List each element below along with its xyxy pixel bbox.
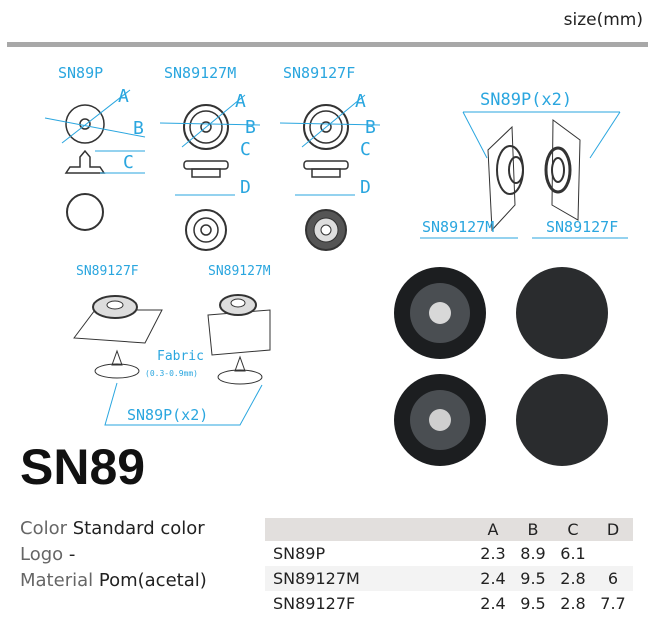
table-row: SN89127M 2.4 9.5 2.8 6 xyxy=(265,566,633,591)
svg-text:C: C xyxy=(240,139,251,160)
spec-logo: Logo - xyxy=(20,544,76,565)
svg-text:SN89127M: SN89127M xyxy=(164,64,236,82)
part-sn89127m: SN89127M A B C D xyxy=(159,64,261,251)
install-label-prong: SN89P(x2) xyxy=(127,406,208,424)
table-header: A B C D xyxy=(265,518,633,541)
product-title: SN89 xyxy=(20,439,146,495)
fabric-label: Fabric xyxy=(157,349,204,364)
install-label-male: SN89127M xyxy=(208,264,271,279)
spec-material: Material Pom(acetal) xyxy=(20,570,207,591)
size-unit-label: size(mm) xyxy=(563,10,643,30)
fabric-range-label: (0.3-0.9mm) xyxy=(145,369,198,378)
svg-text:B: B xyxy=(245,117,256,138)
part-label: SN89P xyxy=(58,64,103,82)
svg-text:SN89127F: SN89127F xyxy=(283,64,355,82)
spec-color: Color Standard color xyxy=(20,518,205,539)
assembly-diagram: SN89P(x2) SN89127M SN89127F xyxy=(420,90,628,239)
svg-text:C: C xyxy=(360,139,371,160)
svg-text:SN89127M: SN89127M xyxy=(422,218,494,236)
svg-text:SN89P(x2): SN89P(x2) xyxy=(480,90,572,110)
install-label-female: SN89127F xyxy=(76,264,139,279)
svg-text:B: B xyxy=(365,117,376,138)
svg-text:D: D xyxy=(360,177,371,198)
svg-text:A: A xyxy=(118,86,129,107)
table-row: SN89127F 2.4 9.5 2.8 7.7 xyxy=(273,594,626,613)
size-table: A B C D SN89P 2.3 8.9 6.1 SN89127M 2.4 9… xyxy=(265,518,633,616)
table-row: SN89P 2.3 8.9 6.1 xyxy=(273,544,586,563)
dimension-diagram: SN89P A B C SN89127M A B C D xyxy=(44,64,628,426)
divider xyxy=(7,42,648,47)
svg-text:C: C xyxy=(123,152,134,173)
install-diagram: SN89127F SN89127M Fabric (0.3-0.9mm) SN8… xyxy=(73,264,271,426)
svg-text:B: B xyxy=(133,118,144,139)
product-photo xyxy=(394,267,608,466)
part-sn89127f: SN89127F A B C D xyxy=(279,64,381,251)
svg-text:D: D xyxy=(240,177,251,198)
svg-text:A: A xyxy=(355,91,366,112)
svg-text:A: A xyxy=(235,91,246,112)
part-sn89p: SN89P A B C xyxy=(44,64,146,231)
svg-text:SN89127F: SN89127F xyxy=(546,218,618,236)
